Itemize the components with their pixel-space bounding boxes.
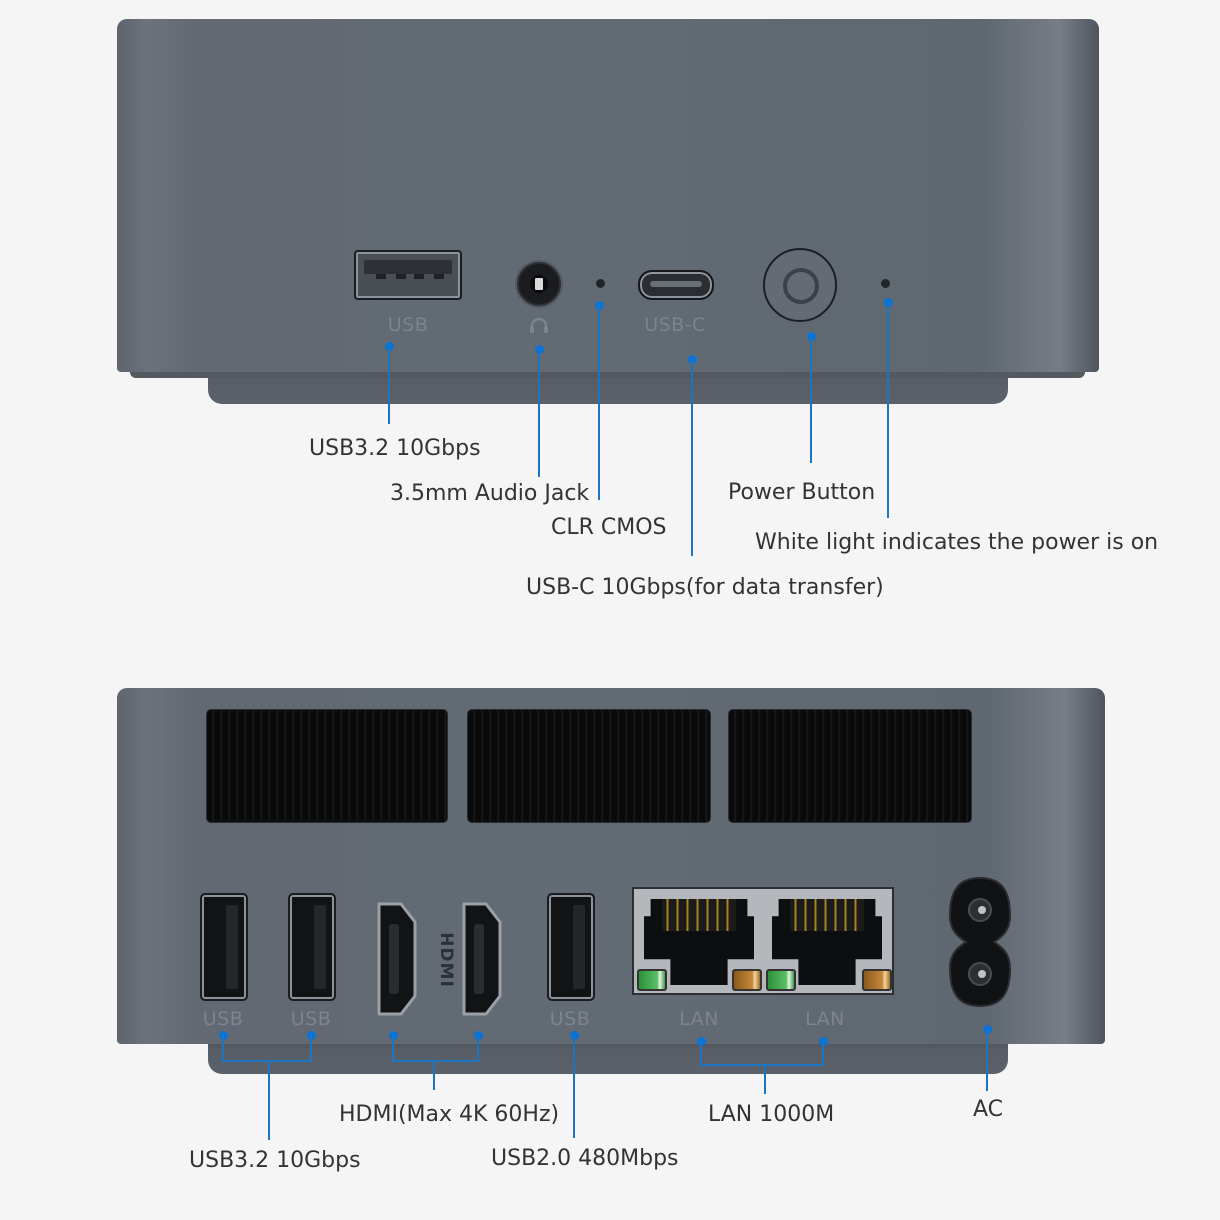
lan-2-link-led (766, 969, 796, 991)
callout-line (477, 1035, 479, 1061)
front-device-body (117, 19, 1099, 372)
callout-line (691, 359, 693, 556)
callout-line (887, 302, 889, 518)
vent-left (206, 709, 448, 823)
power-button[interactable] (763, 248, 837, 322)
callout-lan: LAN 1000M (708, 1102, 835, 1127)
callout-line (392, 1060, 479, 1062)
hdmi-logo: HDMI (435, 932, 456, 988)
lan-printed-label-2: LAN (805, 1008, 845, 1030)
callout-line (222, 1060, 312, 1062)
lan-1-link-led (637, 969, 667, 991)
callout-power-button: Power Button (728, 480, 876, 505)
headphone-icon (530, 317, 548, 333)
callout-line (822, 1041, 824, 1065)
front-usb-c-port (638, 270, 714, 300)
hdmi-port-2 (462, 902, 502, 1016)
lan-printed-label-1: LAN (679, 1008, 719, 1030)
callout-line (598, 305, 600, 500)
vent-center (467, 709, 711, 823)
rear-usb-port-2 (288, 893, 336, 1001)
power-led (881, 279, 890, 288)
callout-rear-usb32: USB3.2 10Gbps (189, 1148, 361, 1173)
clr-cmos-pinhole (596, 279, 605, 288)
front-device-lip (130, 370, 1085, 378)
front-usb-a-port (354, 250, 462, 300)
callout-ac: AC (973, 1097, 1004, 1122)
callout-usb20: USB2.0 480Mbps (491, 1146, 679, 1171)
callout-line (222, 1035, 224, 1061)
callout-line (573, 1035, 575, 1138)
callout-power-led: White light indicates the power is on (755, 530, 1159, 555)
power-icon (783, 268, 819, 304)
callout-line (700, 1064, 824, 1066)
callout-line (810, 336, 812, 463)
callout-hdmi: HDMI(Max 4K 60Hz) (339, 1102, 560, 1127)
callout-line (986, 1029, 988, 1091)
callout-clr-cmos: CLR CMOS (551, 515, 667, 540)
rear-usb-printed-label-3: USB (549, 1008, 591, 1030)
callout-line (538, 349, 540, 477)
callout-line (700, 1041, 702, 1065)
front-usb-c-printed-label: USB-C (644, 314, 706, 336)
callout-line (268, 1060, 270, 1140)
callout-usb32: USB3.2 10Gbps (309, 436, 481, 461)
lan-ports-block (632, 887, 894, 995)
hdmi-port-1 (377, 902, 417, 1016)
callout-line (310, 1035, 312, 1061)
vent-right (728, 709, 972, 823)
rear-usb-port-3 (547, 893, 595, 1001)
rear-usb-printed-label-2: USB (290, 1008, 332, 1030)
callout-line (433, 1060, 435, 1090)
rear-usb-printed-label-1: USB (202, 1008, 244, 1030)
rear-usb-port-1 (200, 893, 248, 1001)
audio-jack-port (517, 262, 561, 306)
lan-1-activity-led (732, 969, 762, 991)
callout-line (392, 1035, 394, 1061)
lan-2-activity-led (862, 969, 892, 991)
callout-line (764, 1064, 766, 1094)
callout-line (388, 346, 390, 424)
ac-power-inlet (948, 876, 1012, 1008)
front-usb-printed-label: USB (387, 314, 429, 336)
callout-audio-jack: 3.5mm Audio Jack (390, 481, 590, 506)
callout-usb-c: USB-C 10Gbps(for data transfer) (526, 575, 884, 600)
